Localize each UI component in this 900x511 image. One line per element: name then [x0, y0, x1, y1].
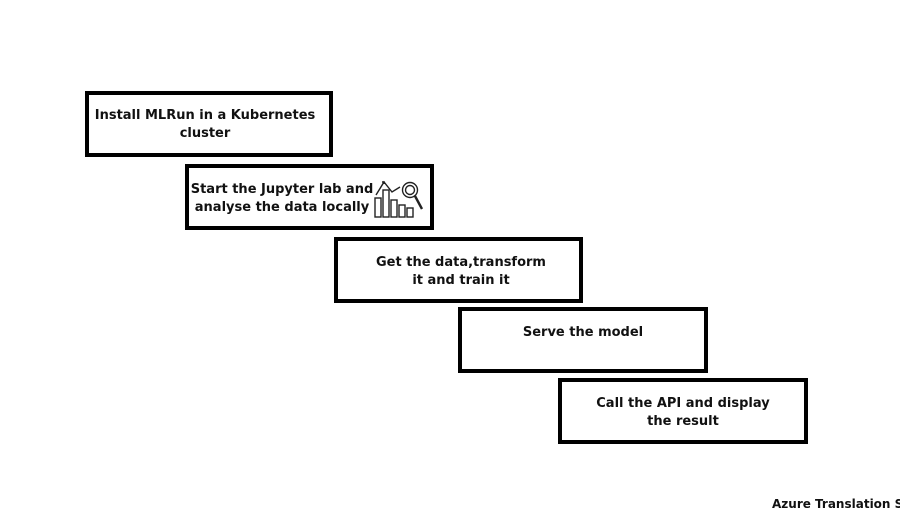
step-install-mlrun: Install MLRun in a Kubernetes cluster: [85, 91, 333, 157]
step-serve-model: Serve the model: [458, 307, 708, 373]
step-label: Call the API and display the result: [596, 396, 770, 429]
step-start-jupyter: Start the Jupyter lab and analyse the da…: [185, 164, 434, 230]
footer-caption: Azure Translation S: [772, 497, 900, 511]
step-label: Serve the model: [522, 325, 644, 340]
step-get-data-train: Get the data,transform it and train it: [334, 237, 583, 303]
data-analytics-icon: [374, 180, 424, 218]
step-label: Install MLRun in a Kubernetes cluster: [94, 108, 316, 141]
step-label: Start the Jupyter lab and analyse the da…: [190, 182, 374, 215]
step-label: Get the data,transform it and train it: [376, 255, 546, 288]
step-call-api: Call the API and display the result: [558, 378, 808, 444]
